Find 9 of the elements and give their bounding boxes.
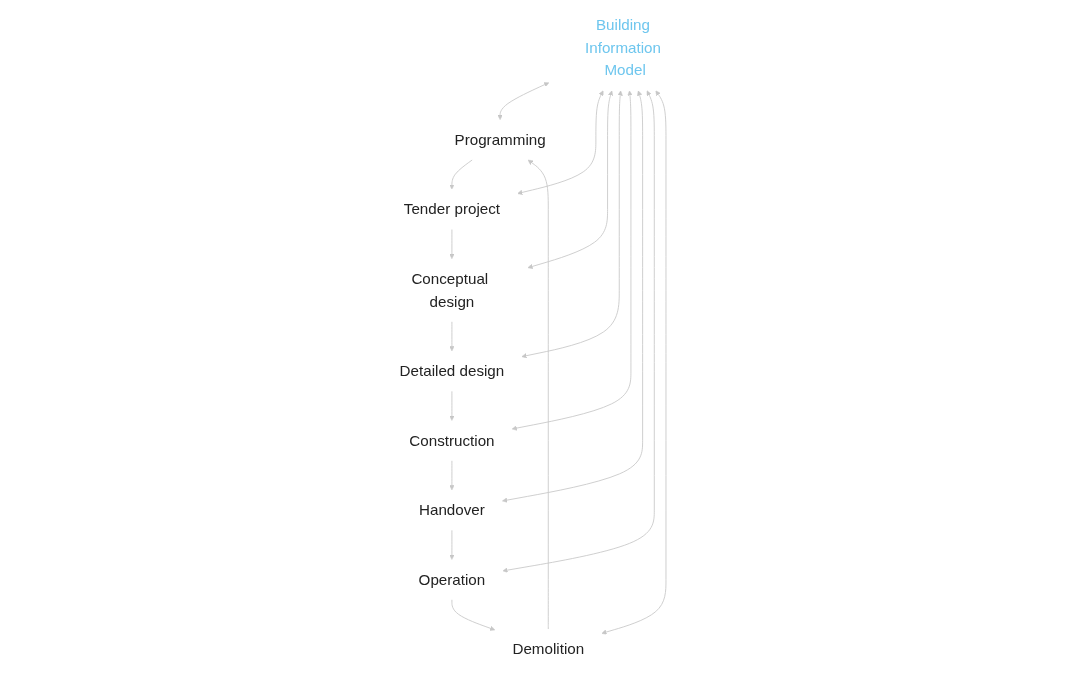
node-text: Building Information Model <box>584 15 661 79</box>
node-text: Operation <box>418 570 486 589</box>
node-text: Handover <box>418 501 485 519</box>
node-text: Programming <box>454 130 546 149</box>
node-text: Detailed design <box>399 362 505 380</box>
node-text: Demolition <box>512 640 585 658</box>
node-text: Conceptual design <box>411 269 489 311</box>
node-text: Tender project <box>403 200 501 218</box>
node-text: Construction <box>409 431 495 450</box>
